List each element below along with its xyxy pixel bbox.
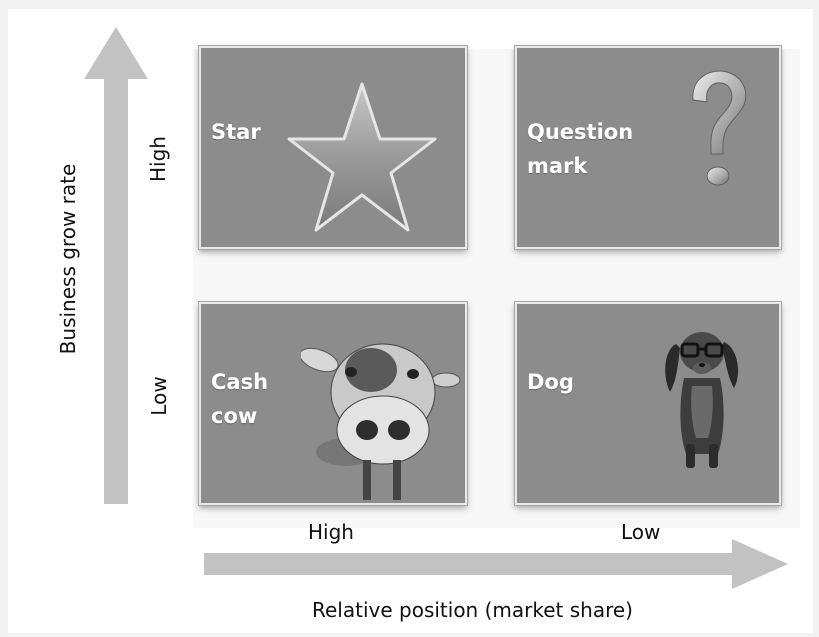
question-mark-label-line2: mark (527, 154, 588, 178)
star-icon (287, 82, 437, 232)
cash-cow-label-line1: Cash (211, 370, 269, 394)
diagram-canvas: Business grow rate High Low High Low Rel… (8, 9, 813, 633)
y-axis-high-label: High (146, 136, 170, 182)
dog-image (665, 332, 739, 468)
y-axis-title: Business grow rate (56, 163, 80, 355)
quadrant-star: Star (199, 46, 467, 249)
x-axis-high-label: High (308, 520, 354, 544)
vertical-arrow (84, 27, 148, 504)
question-mark-label-line1: Question (527, 120, 634, 144)
quadrant-question-mark: Question mark (515, 46, 781, 249)
question-mark-icon (692, 70, 747, 186)
cash-cow-label-line2: cow (211, 404, 258, 428)
x-axis-title: Relative position (market share) (312, 598, 633, 622)
quadrant-dog: Dog (515, 302, 781, 505)
quadrant-cash-cow: Cash cow (199, 302, 467, 505)
dog-label: Dog (527, 370, 574, 394)
star-label: Star (211, 120, 261, 144)
x-axis-low-label: Low (621, 520, 661, 544)
cow-image (301, 343, 461, 500)
horizontal-arrow (204, 539, 788, 589)
y-axis-low-label: Low (147, 376, 171, 416)
